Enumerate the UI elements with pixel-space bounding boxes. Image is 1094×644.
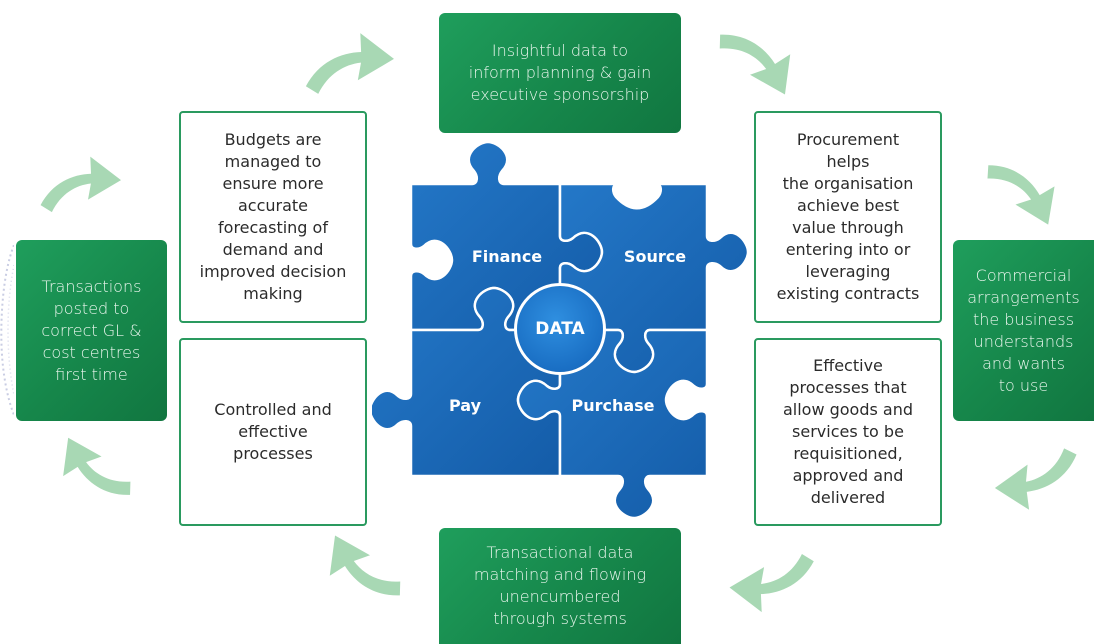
puzzle-label-purchase: Purchase [571,396,655,415]
stage-transactions-posted: Transactions posted to correct GL & cost… [16,240,167,421]
arrow-left-lower [55,437,142,500]
arrow-top-left [302,27,394,114]
note-procurement-helps: Procurement helps the organisation achie… [754,111,942,323]
arrow-bottom-right [729,535,818,618]
puzzle-piece-purchase [516,328,709,520]
arrow-right-lower [994,430,1081,517]
data-center-circle: DATA [514,283,606,375]
note-effective-processes: Effective processes that allow goods and… [754,338,942,526]
arrow-left-upper [37,151,122,231]
arrow-top-right [708,29,799,95]
arrow-right-upper [976,160,1063,225]
seal-watermark [0,245,14,415]
stage-insightful-data: Insightful data to inform planning & gai… [439,13,681,133]
stage-transactional-data: Transactional data matching and flowing … [439,528,681,644]
note-controlled-processes: Controlled and effective processes [179,338,367,526]
stage-commercial-arrangements: Commercial arrangements the business und… [953,240,1094,421]
puzzle-label-pay: Pay [448,396,482,415]
puzzle-label-finance: Finance [471,247,543,266]
puzzle-label-source: Source [623,247,687,266]
arrow-bottom-left [321,535,412,601]
note-budgets-managed: Budgets are managed to ensure more accur… [179,111,367,323]
